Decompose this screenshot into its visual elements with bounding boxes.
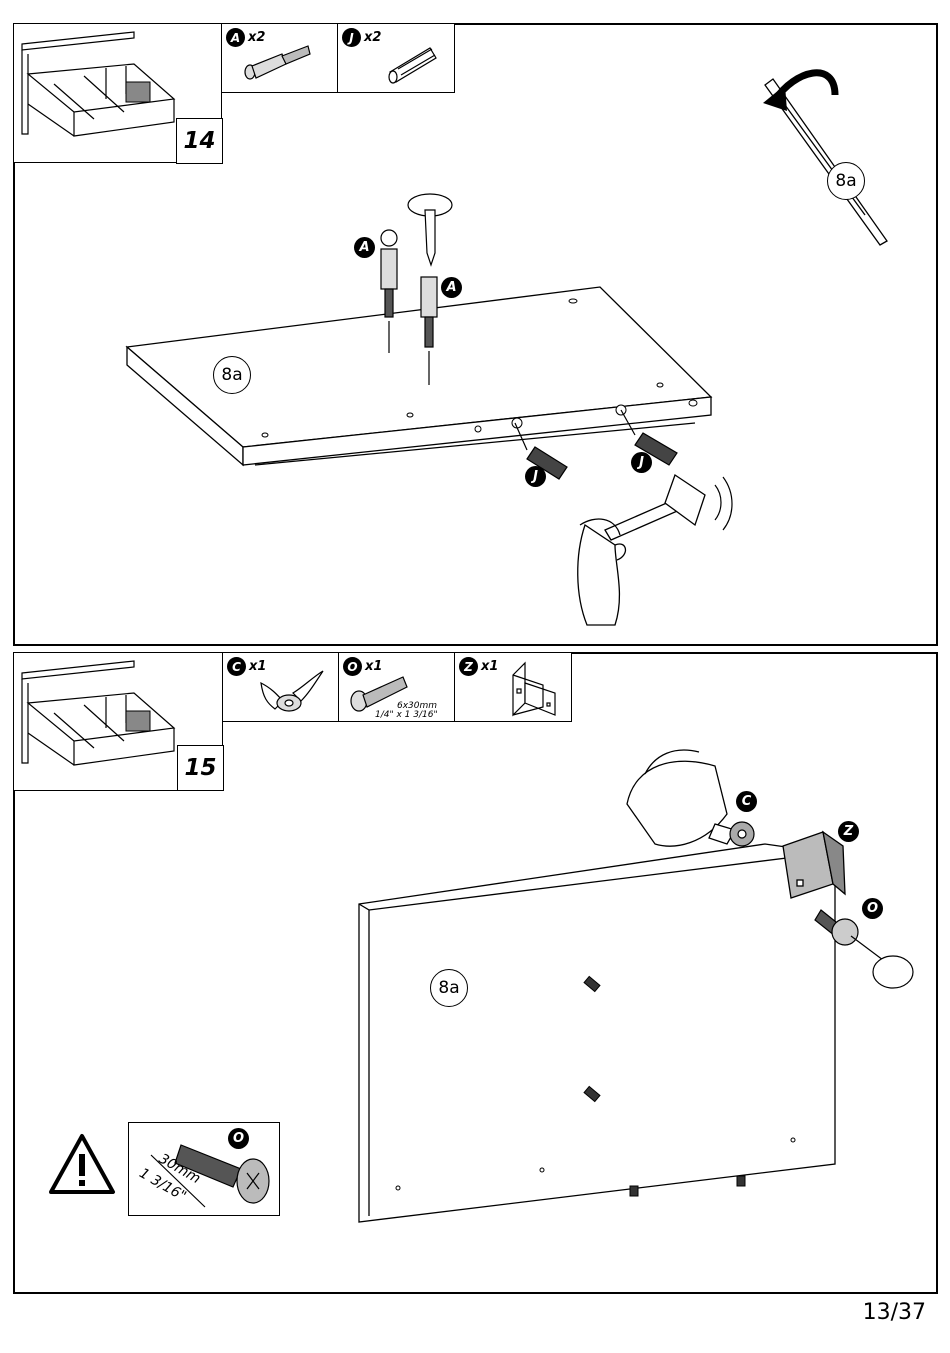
panel-8a-drawing bbox=[15, 25, 940, 648]
callout-J: J bbox=[525, 466, 546, 487]
bolt-size-check-box: O 30mm 1 3/16" bbox=[128, 1122, 280, 1216]
warning-triangle-icon bbox=[47, 1132, 117, 1196]
step-14-panel: 14 A x2 J x2 8a bbox=[13, 23, 938, 646]
panel-8a-label: 8a bbox=[213, 356, 251, 394]
panel-8a-label: 8a bbox=[430, 969, 468, 1007]
callout-A: A bbox=[441, 277, 462, 298]
callout-Z: Z bbox=[838, 821, 859, 842]
callout-C: C bbox=[736, 791, 757, 812]
step-15-panel: 15 C x1 O x1 6x30mm 1/4" x 1 3/16" Z x1 bbox=[13, 652, 938, 1294]
callout-A: A bbox=[354, 237, 375, 258]
callout-J: J bbox=[631, 452, 652, 473]
callout-O: O bbox=[862, 898, 883, 919]
page-number: 13/37 bbox=[863, 1300, 926, 1325]
